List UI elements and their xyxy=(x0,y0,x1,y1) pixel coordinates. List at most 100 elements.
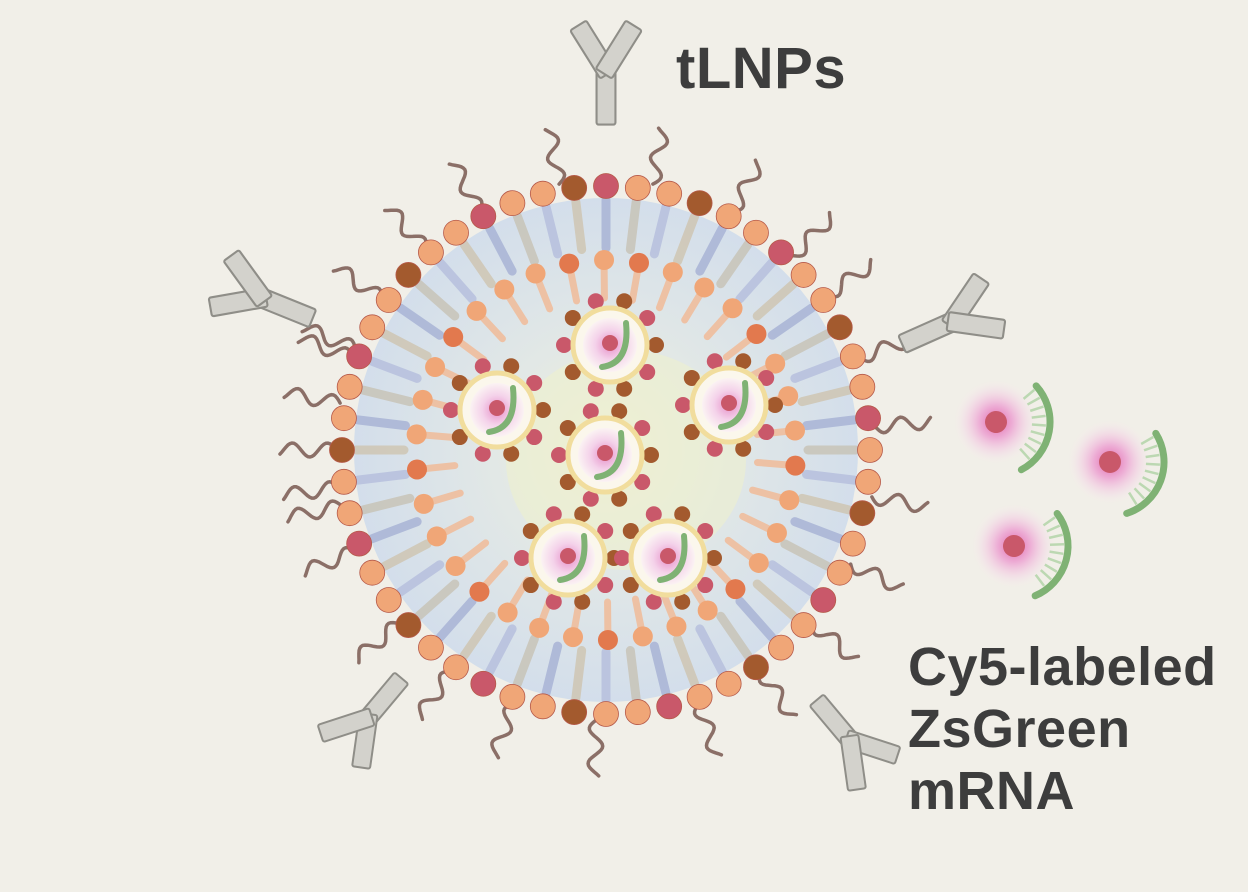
complex-lipid-head xyxy=(514,550,530,566)
complex-lipid-head xyxy=(767,397,783,413)
complex-lipid-head xyxy=(443,402,459,418)
lipid-head xyxy=(624,175,651,201)
mrna-base xyxy=(1034,573,1046,587)
inner-lipid-head xyxy=(785,455,806,476)
inner-lipid-head xyxy=(559,253,580,274)
complex-lipid-head xyxy=(526,374,543,391)
lipid-head xyxy=(418,239,444,266)
complex-lipid-head xyxy=(622,577,639,594)
lipid-tail xyxy=(790,356,845,383)
peg-chain-icon xyxy=(383,208,428,252)
inner-lipid-head xyxy=(466,300,487,321)
complex-lipid-head xyxy=(616,380,633,397)
lipid-head xyxy=(656,693,683,720)
mrna-strand xyxy=(599,320,630,370)
peg-chain-icon xyxy=(586,718,605,778)
complex-lipid-head xyxy=(674,593,691,610)
mrna-backbone xyxy=(1017,382,1054,474)
mrna-complex-icon xyxy=(597,445,613,461)
lipid-head xyxy=(715,670,742,697)
complex-lipid-head xyxy=(574,506,591,523)
lipid-head xyxy=(839,343,866,370)
mrna-complex-icon xyxy=(489,400,505,416)
lipid-head xyxy=(768,634,794,661)
mrna-base xyxy=(1049,550,1064,556)
cy5-mrna-group xyxy=(954,380,1168,600)
peg-chain-icon xyxy=(357,620,401,665)
inner-lipid-head xyxy=(525,263,546,284)
mrna-base xyxy=(1049,543,1065,546)
antibody-icon xyxy=(317,672,409,770)
mrna-backbone xyxy=(1031,510,1072,600)
lipid-head xyxy=(743,219,769,246)
mrna-base xyxy=(1030,430,1045,437)
cy5-dye xyxy=(1099,451,1121,473)
lipid-tail xyxy=(716,611,753,661)
lipid-tail xyxy=(485,624,517,676)
lipid-tail xyxy=(571,646,587,703)
mrna-base xyxy=(1029,405,1044,413)
cy5-mrna-icon xyxy=(954,380,1054,474)
lipid-tail xyxy=(353,415,410,431)
complex-lipid-head xyxy=(503,445,520,462)
inner-lipid-head xyxy=(722,298,743,319)
complex-lipid-head xyxy=(616,293,633,310)
peg-chain-icon xyxy=(825,257,873,299)
complex-lipid-head xyxy=(574,593,591,610)
mrna-base xyxy=(1142,476,1156,485)
lipid-tail xyxy=(735,596,777,642)
complex-lipid-head xyxy=(706,440,723,457)
inner-lipid-head xyxy=(494,279,515,300)
inner-lipid-head xyxy=(725,579,746,600)
complex-lipid-head xyxy=(582,403,599,420)
peg-chains xyxy=(278,126,933,778)
lipid-head xyxy=(470,670,497,697)
lipid-head xyxy=(443,654,469,681)
lipid-tail xyxy=(802,415,859,431)
lipid-head xyxy=(375,287,402,313)
complex-lipid-head xyxy=(611,490,628,507)
antibody-arm-right xyxy=(317,707,376,743)
antibody-icon xyxy=(897,272,1007,354)
lipid-tail xyxy=(695,224,727,276)
peg-chain-icon xyxy=(331,266,384,301)
antibody-icon xyxy=(569,20,643,126)
inner-lipid-head xyxy=(697,600,718,621)
mrna-complex-icon xyxy=(660,548,676,564)
lipid-tail xyxy=(367,517,422,544)
lipid-head xyxy=(849,373,876,400)
inner-lipid-head xyxy=(694,277,715,298)
lipid-head xyxy=(790,612,817,638)
inner-lipid-head xyxy=(628,252,649,273)
inner-lipid-head xyxy=(407,459,428,480)
lipid-head xyxy=(855,468,881,495)
antibody-icon xyxy=(207,249,317,328)
complex-lipid-head xyxy=(614,550,630,566)
inner-lipid-head xyxy=(778,386,799,407)
peg-chain-icon xyxy=(692,701,724,757)
inner-lipid-head xyxy=(469,581,490,602)
mrna-complex-icon xyxy=(721,395,737,411)
complex-lipid-head xyxy=(451,374,468,391)
mrna-base xyxy=(1145,462,1160,466)
mrna-strand xyxy=(594,430,625,480)
mrna-base xyxy=(1048,533,1063,540)
complex-lipid-head xyxy=(556,337,572,353)
lipid-head xyxy=(826,559,853,586)
complex-lipid-head xyxy=(582,490,599,507)
peg-chain-icon xyxy=(731,158,762,214)
cy5-mrna-icon xyxy=(1068,420,1168,517)
lipid-head xyxy=(331,405,357,432)
lipid-tail xyxy=(673,634,700,689)
peg-chain-icon xyxy=(490,701,516,760)
lipid-tail xyxy=(485,224,517,276)
peg-chain-icon xyxy=(300,323,358,351)
mrna-label: Cy5-labeled ZsGreen mRNA xyxy=(908,636,1217,822)
inner-lipid-head xyxy=(748,552,769,573)
inner-lipid-head xyxy=(666,616,687,637)
lipid-head xyxy=(331,468,357,495)
lipid-tail xyxy=(459,239,496,289)
mrna-base xyxy=(1023,442,1037,454)
lipid-tail xyxy=(790,517,845,544)
